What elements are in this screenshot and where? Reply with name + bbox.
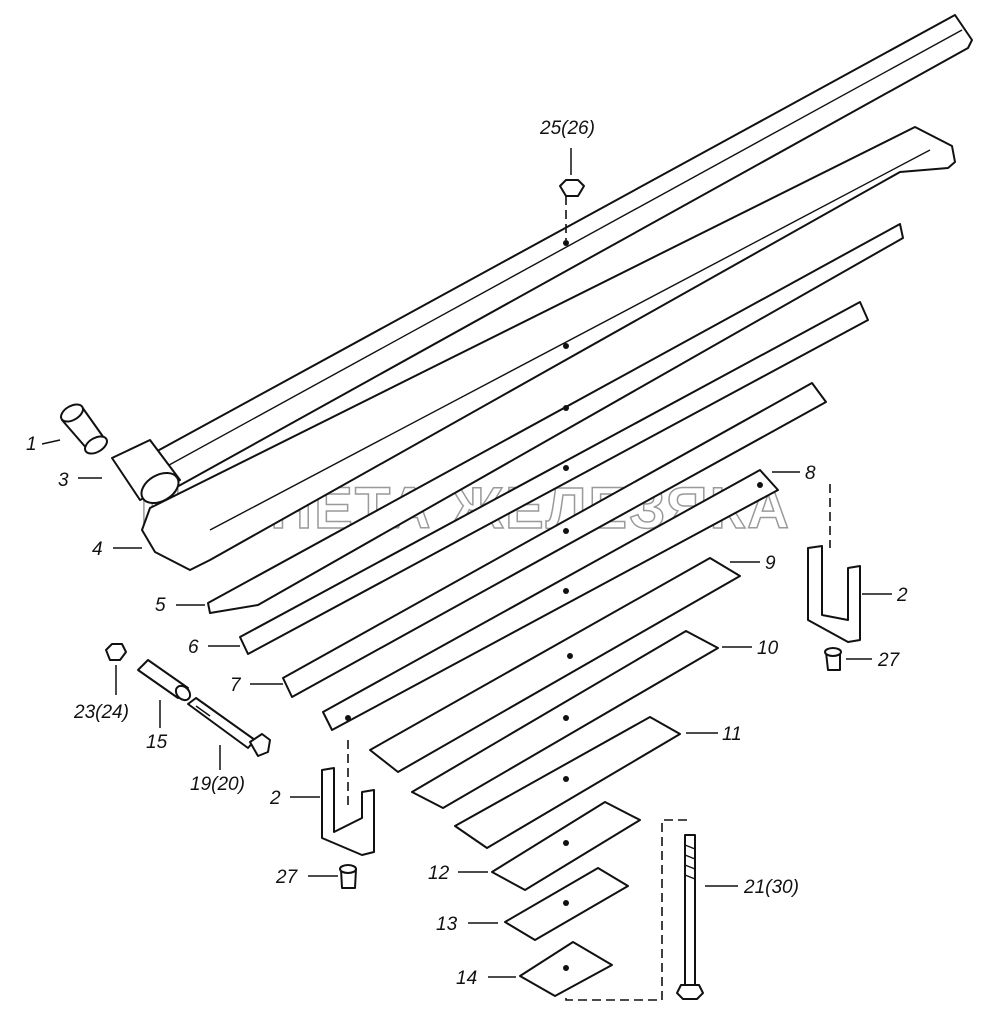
clamp-2-right: [807, 545, 861, 643]
bushing-1: [60, 403, 108, 455]
label-part-3: 3: [58, 470, 69, 491]
label-part-11: 11: [722, 724, 742, 745]
label-part-7: 7: [230, 675, 242, 696]
label-part-27-left: 27: [275, 867, 299, 888]
label-part-9: 9: [765, 553, 776, 574]
second-leaf: [141, 126, 956, 571]
leaf-13: [504, 867, 629, 941]
label-part-6: 6: [188, 637, 199, 658]
nut-25-26: [559, 179, 585, 197]
nut-23-24: [105, 643, 127, 661]
leaf-6: [239, 301, 869, 655]
rivet-27-left: [339, 864, 357, 889]
label-part-23-24: 23(24): [73, 702, 129, 723]
label-part-27-right: 27: [877, 650, 901, 671]
leaf-7: [282, 382, 827, 698]
label-part-4: 4: [92, 539, 103, 560]
pin-15: [137, 659, 192, 702]
label-part-8: 8: [805, 463, 816, 484]
leader-lines: [41, 148, 892, 978]
leaf-5: [207, 223, 904, 614]
rivet-27-right: [824, 647, 842, 671]
label-part-12: 12: [428, 863, 450, 884]
label-part-2-left: 2: [269, 788, 281, 809]
label-part-25-26: 25(26): [539, 118, 595, 139]
leaf-14: [519, 941, 613, 997]
label-part-5: 5: [155, 595, 166, 616]
label-part-1: 1: [26, 434, 37, 455]
label-part-14: 14: [456, 968, 477, 989]
spring-eye-3: [111, 439, 181, 505]
label-part-19-20: 19(20): [190, 774, 245, 795]
leaf-11: [454, 715, 681, 849]
assembly-line-center-bolt: [565, 819, 690, 1001]
leaf-8: [322, 469, 779, 731]
bolt-21-30: [676, 834, 704, 1000]
label-part-21-30: 21(30): [743, 877, 799, 898]
label-part-13: 13: [436, 914, 458, 935]
bolt-19-20: [187, 697, 271, 757]
leaf-9: [369, 557, 741, 773]
label-part-2-right: 2: [896, 585, 908, 606]
label-part-15: 15: [146, 732, 168, 753]
label-part-10: 10: [757, 638, 779, 659]
clamp-2-left: [321, 767, 375, 856]
leaf-12: [491, 801, 641, 891]
